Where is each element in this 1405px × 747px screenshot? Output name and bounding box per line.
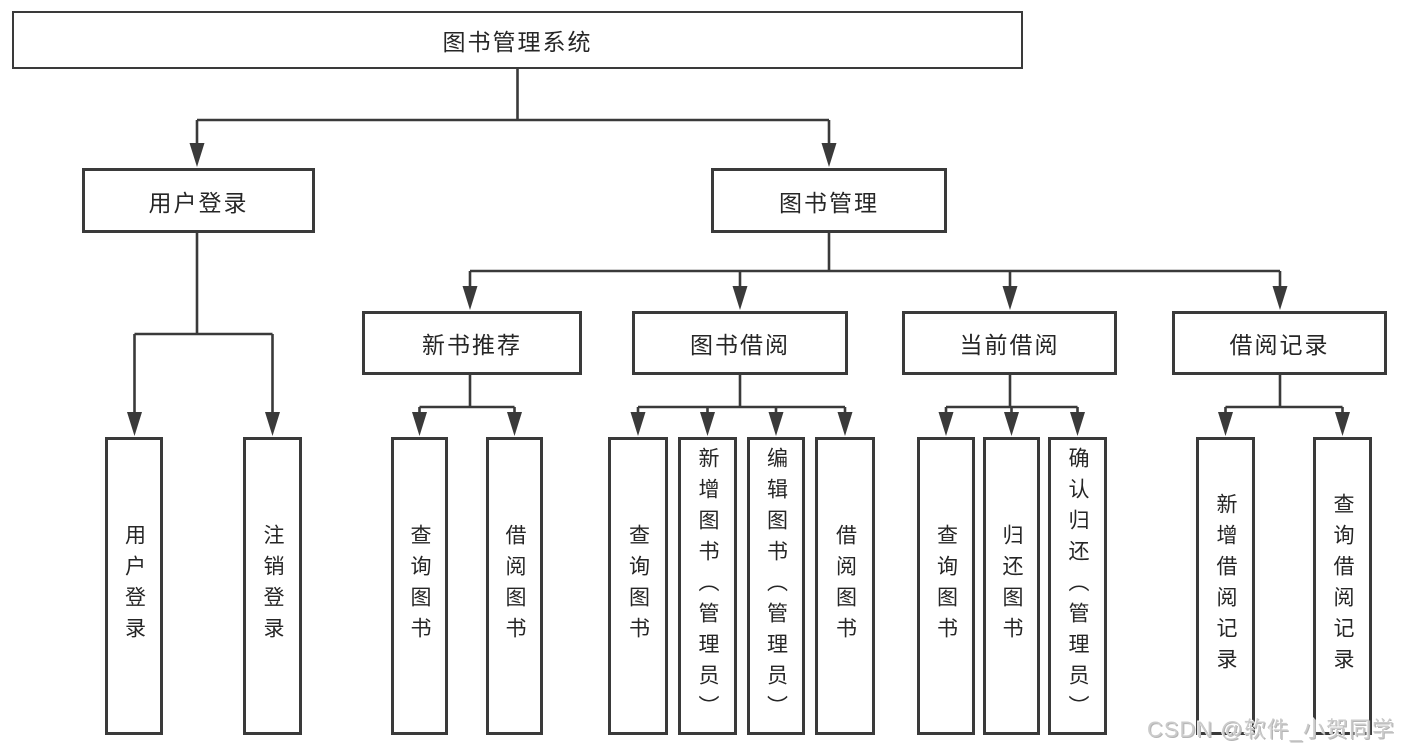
connector-user-login-to-leaves <box>133 233 274 418</box>
arrowhead-icon <box>1218 412 1233 436</box>
leaf-label: 查询借阅记录 <box>1331 493 1354 679</box>
arrowhead-icon <box>1004 412 1019 436</box>
leaf-label: 借阅图书 <box>833 524 857 648</box>
connector-book-mgmt-to-level3 <box>468 233 1282 292</box>
node-book-management: 图书管理 <box>711 168 947 233</box>
leaf-label: 查询图书 <box>934 524 958 648</box>
arrowhead-icon <box>265 412 280 436</box>
node-label: 新书推荐 <box>422 332 522 358</box>
node-label: 当前借阅 <box>959 332 1060 358</box>
arrowhead-icon <box>127 412 142 436</box>
leaf-label: 查询图书 <box>626 524 650 648</box>
connector-borrow-record-to-leaves <box>1224 375 1344 418</box>
connector-book-borrow-to-leaves <box>636 375 847 418</box>
leaf-query-books-recommend: 查询图书 <box>391 437 448 735</box>
node-library-system: 图书管理系统 <box>12 11 1023 69</box>
arrowhead-icon <box>630 412 646 436</box>
arrowhead-icon <box>462 286 478 310</box>
leaf-borrow-books: 借阅图书 <box>815 437 875 735</box>
leaf-add-book-admin: 新增图书（管理员） <box>678 437 737 735</box>
leaf-label: 查询图书 <box>408 524 431 648</box>
connector-root-to-level2 <box>195 69 831 150</box>
leaf-query-books-current: 查询图书 <box>917 437 975 735</box>
connector-new-book-to-leaves <box>418 375 516 418</box>
node-label: 图书管理系统 <box>442 29 593 55</box>
connector-current-borrow-to-leaves <box>944 375 1079 418</box>
node-label: 用户登录 <box>148 189 249 216</box>
leaf-label: 编辑图书（管理员） <box>764 446 788 726</box>
leaf-label: 确认归还（管理员） <box>1066 446 1089 726</box>
leaf-borrow-books-recommend: 借阅图书 <box>486 437 543 735</box>
arrowhead-icon <box>1070 412 1085 436</box>
arrowhead-icon <box>1272 286 1288 310</box>
leaf-label: 新增借阅记录 <box>1214 493 1237 679</box>
arrowhead-icon <box>1002 286 1018 310</box>
leaf-label: 用户登录 <box>122 524 146 648</box>
leaf-query-borrow-record: 查询借阅记录 <box>1313 437 1372 735</box>
arrowhead-icon <box>837 412 853 436</box>
arrowhead-icon <box>700 412 715 436</box>
leaf-add-borrow-record: 新增借阅记录 <box>1196 437 1255 735</box>
node-book-borrow: 图书借阅 <box>632 311 848 375</box>
arrowhead-icon <box>768 412 784 436</box>
node-user-login: 用户登录 <box>82 168 315 233</box>
leaf-label: 注销登录 <box>261 524 284 648</box>
node-label: 图书管理 <box>779 189 879 216</box>
arrowhead-icon <box>412 412 427 436</box>
leaf-label: 归还图书 <box>1000 524 1023 648</box>
leaf-label: 借阅图书 <box>503 524 526 648</box>
leaf-label: 新增图书（管理员） <box>696 446 719 726</box>
leaf-confirm-return-admin: 确认归还（管理员） <box>1048 437 1107 735</box>
arrowhead-icon <box>507 412 522 436</box>
node-borrow-record: 借阅记录 <box>1172 311 1387 375</box>
leaf-edit-book-admin: 编辑图书（管理员） <box>747 437 805 735</box>
leaf-user-login: 用户登录 <box>105 437 163 735</box>
arrowhead-icon <box>189 143 205 167</box>
arrowhead-icon <box>1335 412 1350 436</box>
arrowhead-icon <box>732 286 748 310</box>
node-current-borrow: 当前借阅 <box>902 311 1117 375</box>
node-new-book-recommend: 新书推荐 <box>362 311 582 375</box>
leaf-return-book: 归还图书 <box>983 437 1040 735</box>
leaf-logout: 注销登录 <box>243 437 302 735</box>
arrowhead-icon <box>938 412 954 436</box>
arrowhead-icon <box>821 143 837 167</box>
node-label: 图书借阅 <box>690 332 790 358</box>
leaf-query-books-borrow: 查询图书 <box>608 437 668 735</box>
node-label: 借阅记录 <box>1229 332 1330 358</box>
